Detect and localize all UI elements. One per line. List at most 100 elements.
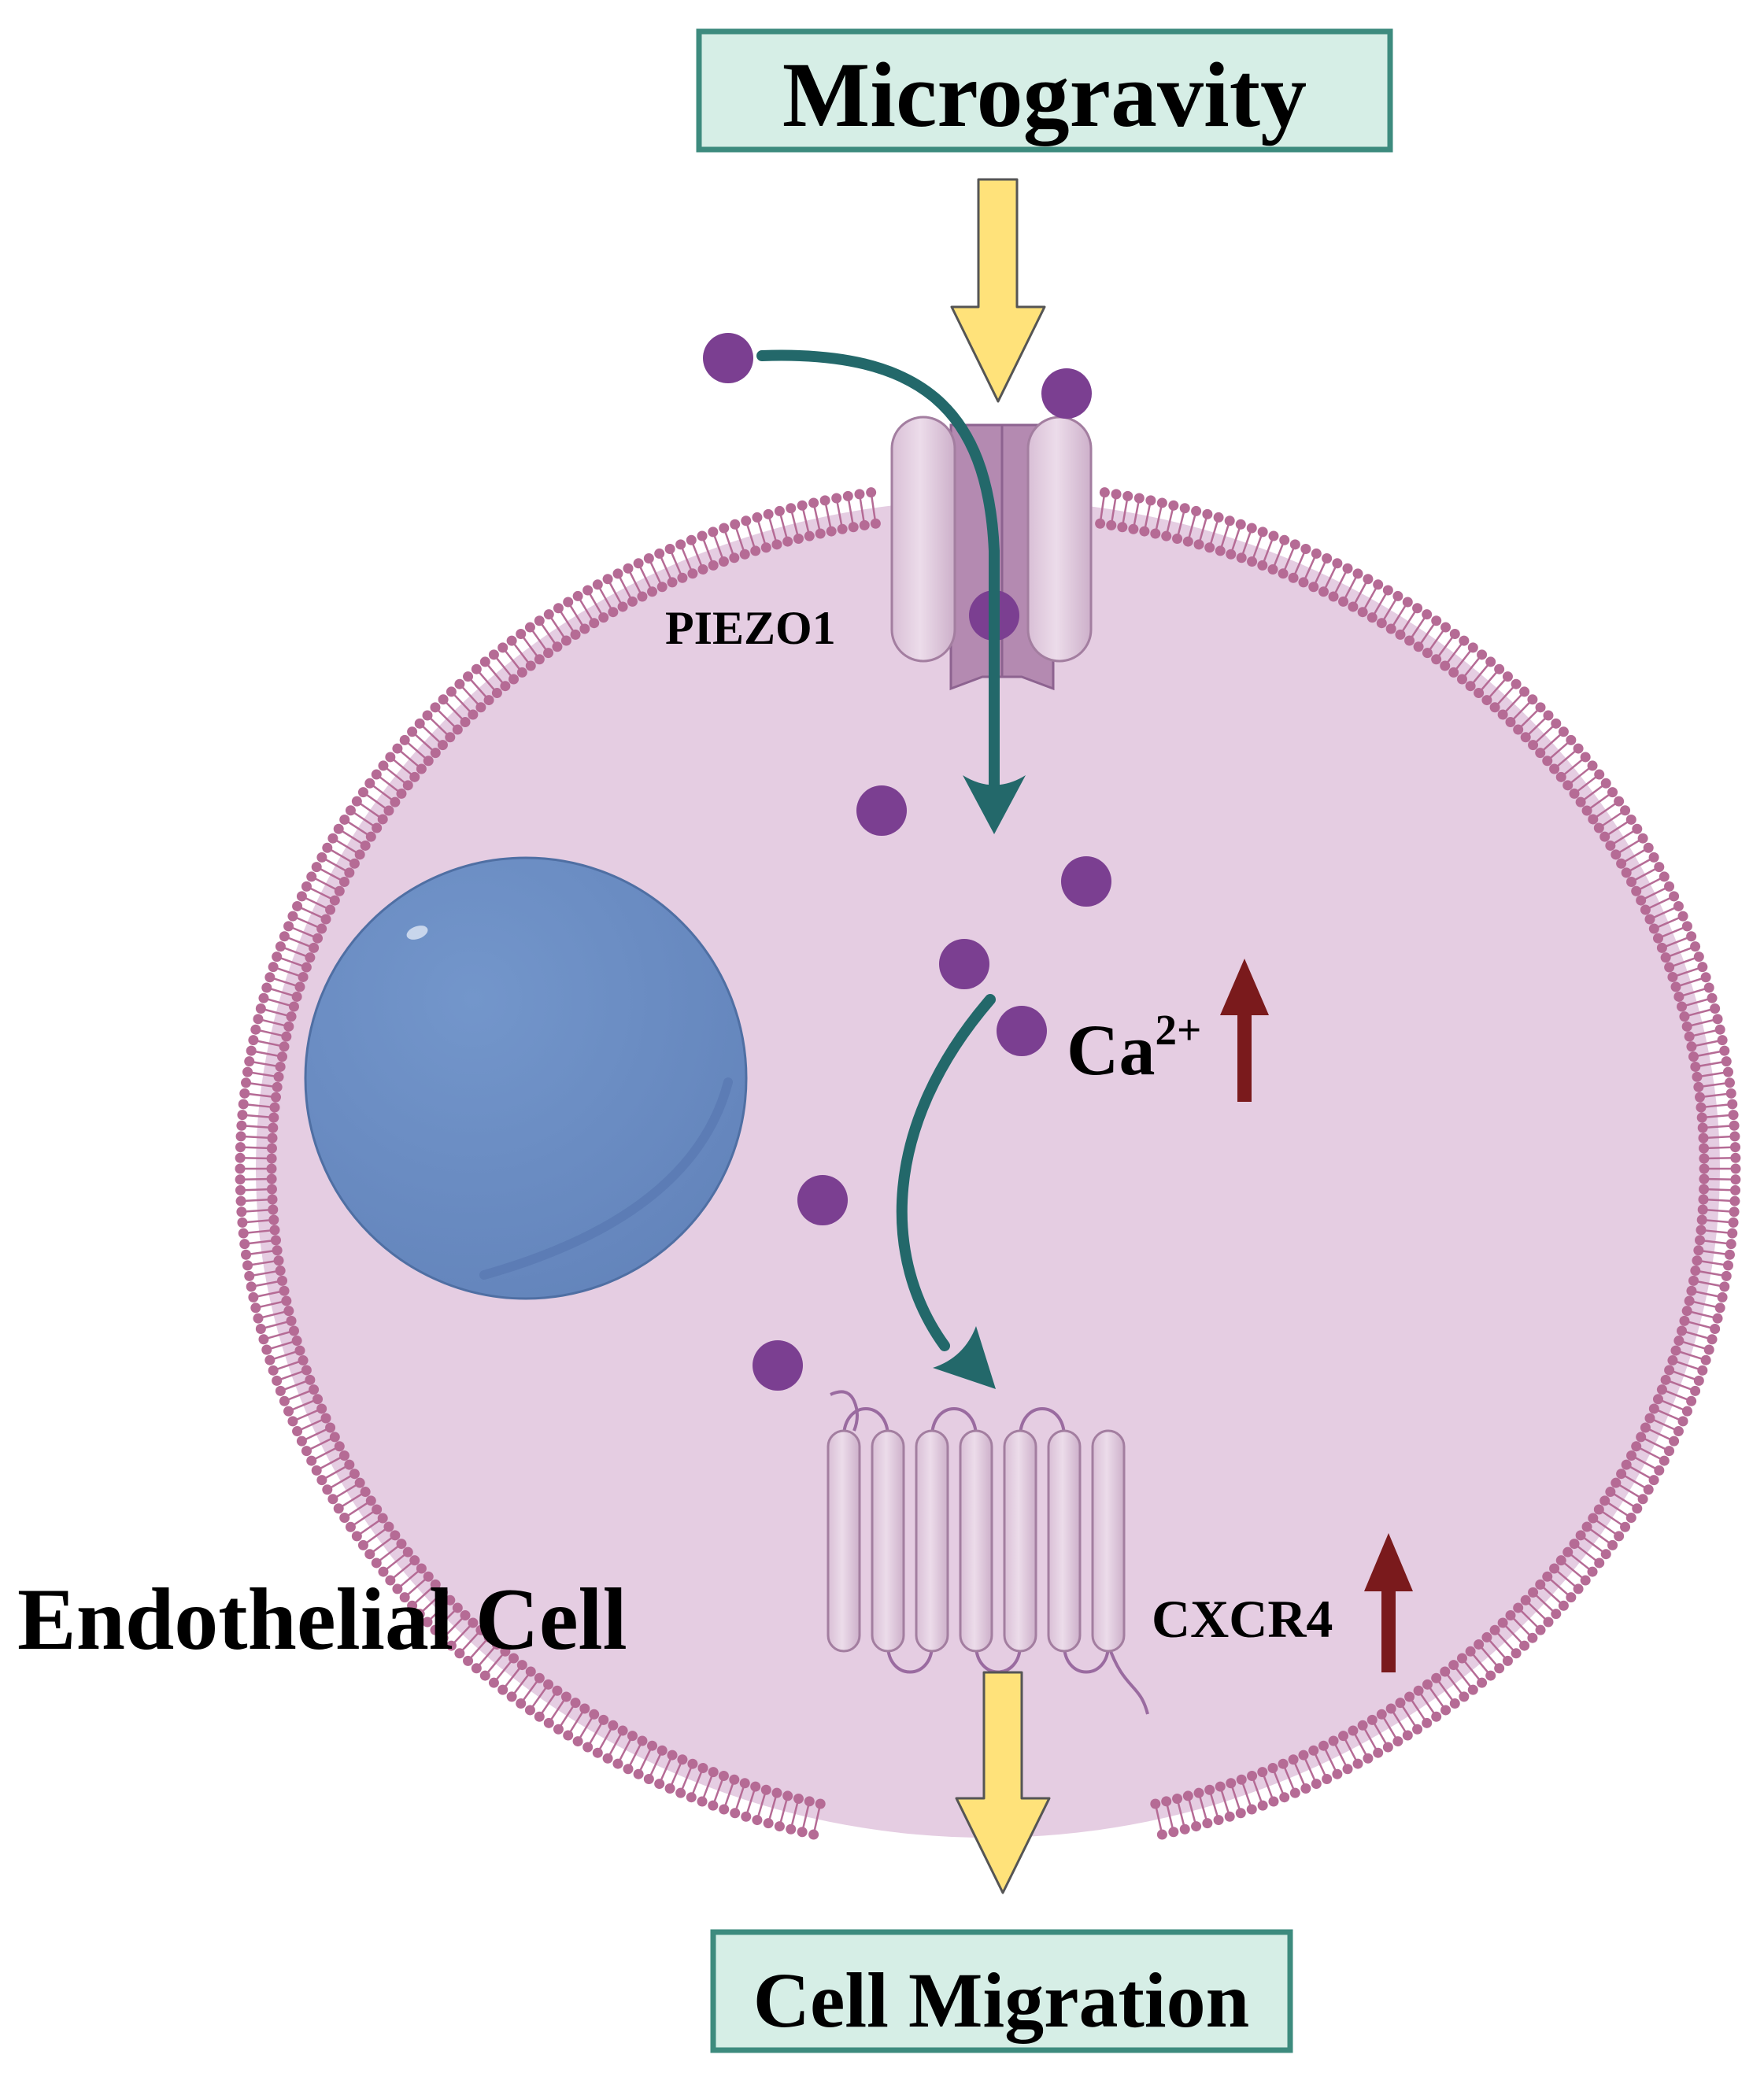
lipid-head-inner	[1684, 1031, 1695, 1042]
lipid-head-outer	[1332, 558, 1343, 569]
lipid-head-inner	[1575, 1530, 1586, 1541]
lipid-head-inner	[312, 1394, 324, 1405]
lipid-head-outer	[797, 1827, 808, 1838]
lipid-tail	[257, 1018, 290, 1028]
lipid-tail	[835, 497, 844, 530]
lipid-head-outer	[1224, 515, 1235, 527]
lipid-head-outer	[730, 519, 741, 530]
lipid-head-inner	[1549, 1563, 1560, 1574]
lipid-head-inner	[1555, 771, 1566, 782]
lipid-tail	[801, 1801, 811, 1833]
lipid-tail	[658, 552, 674, 583]
lipid-head-outer	[438, 1632, 449, 1643]
lipid-head-inner	[708, 560, 719, 571]
lipid-tail	[375, 1543, 402, 1564]
lipid-head-inner	[269, 1225, 280, 1236]
lipid-head-outer	[446, 1640, 457, 1651]
lipid-head-outer	[371, 1557, 382, 1569]
lipid-head-inner	[430, 748, 441, 759]
receptor-loop	[886, 1644, 934, 1674]
lipid-head-outer	[1477, 1677, 1488, 1688]
lipid-tail	[1539, 1583, 1565, 1607]
lipid-tail	[1197, 1792, 1209, 1824]
lipid-head-outer	[1494, 663, 1505, 674]
lipid-head-outer	[831, 493, 842, 504]
lipid-head-outer	[1643, 842, 1654, 853]
lipid-head-inner	[445, 1594, 456, 1605]
transmembrane-helix	[915, 1429, 949, 1653]
lipid-tail	[1700, 1103, 1733, 1109]
lipid-tail	[1390, 601, 1409, 630]
lipid-head-outer	[1502, 671, 1513, 682]
lipid-tail	[1302, 552, 1318, 583]
lipid-head-outer	[730, 1808, 741, 1819]
lipid-head-inner	[372, 1504, 383, 1515]
lipid-head-outer	[1342, 1764, 1353, 1775]
lipid-tail	[1630, 866, 1660, 883]
lipid-head-inner	[1236, 552, 1247, 563]
lipid-tail	[1426, 626, 1447, 654]
lipid-tail	[648, 1750, 664, 1780]
lipid-head-outer	[1392, 590, 1403, 601]
lipid-tail	[240, 1188, 272, 1192]
lipid-head-inner	[1542, 756, 1553, 767]
lipid-tail	[1371, 589, 1389, 619]
lipid-tail	[577, 595, 595, 624]
lipid-tail	[1702, 1114, 1734, 1119]
lipid-head-inner	[1562, 1546, 1574, 1557]
lipid-tail	[1615, 837, 1644, 855]
lipid-head-inner	[1692, 1255, 1703, 1266]
lipid-tail	[404, 739, 430, 762]
lipid-head-inner	[298, 1355, 309, 1366]
lipid-head-inner	[815, 1798, 826, 1809]
lipid-tail	[1110, 493, 1118, 526]
lipid-head-inner	[1631, 885, 1642, 896]
lipid-head-inner	[1182, 536, 1193, 547]
lipid-tail	[283, 1388, 315, 1402]
lipid-head-outer	[1322, 553, 1333, 564]
lipid-head-inner	[266, 1173, 277, 1184]
lipid-head-inner	[608, 607, 619, 618]
lipid-head-outer	[819, 495, 830, 506]
lipid-tail	[1610, 828, 1638, 847]
lipid-head-inner	[760, 542, 771, 553]
lipid-head-outer	[516, 628, 527, 639]
lipid-head-outer	[1527, 694, 1538, 705]
lipid-tail	[679, 1763, 694, 1794]
lipid-tail	[1477, 1643, 1500, 1669]
lipid-tail	[450, 1622, 474, 1646]
lipid-tail	[301, 1426, 331, 1443]
lipid-tail	[606, 1730, 624, 1759]
lipid-head-inner	[1357, 1720, 1368, 1731]
lipid-head-inner	[1679, 1315, 1690, 1326]
lipid-head-inner	[276, 1275, 287, 1286]
lipid-head-inner	[1699, 1173, 1710, 1184]
lipid-tail	[1399, 608, 1418, 636]
lipid-head-outer	[255, 1003, 266, 1014]
lipid-tail	[1669, 955, 1699, 969]
lipid-head-outer	[357, 1539, 368, 1550]
lipid-head-outer	[1449, 1698, 1460, 1709]
lipid-head-outer	[235, 1142, 246, 1153]
lipid-tail	[1461, 1657, 1483, 1683]
lipid-head-inner	[276, 1051, 287, 1062]
lipid-head-outer	[506, 635, 517, 646]
lipid-head-outer	[1677, 1416, 1688, 1427]
lipid-tail	[1452, 1664, 1474, 1690]
lipid-head-outer	[1725, 1088, 1736, 1099]
lipid-tail	[269, 1349, 301, 1362]
lipid-head-outer	[1551, 718, 1562, 729]
lipid-head-inner	[1549, 763, 1560, 774]
lipid-head-outer	[664, 1783, 675, 1794]
cell-migration-label: Cell Migration	[753, 1957, 1249, 2044]
lipid-tail	[297, 1417, 327, 1432]
lipid-tail	[501, 647, 523, 674]
lipid-head-inner	[560, 1691, 571, 1702]
lipid-tail	[250, 1280, 283, 1288]
lipid-tail	[586, 589, 605, 619]
calcium-base: Ca	[1067, 1010, 1155, 1090]
lipid-head-outer	[1352, 568, 1363, 579]
lipid-head-outer	[246, 1281, 257, 1292]
lipid-tail	[1695, 1060, 1727, 1068]
